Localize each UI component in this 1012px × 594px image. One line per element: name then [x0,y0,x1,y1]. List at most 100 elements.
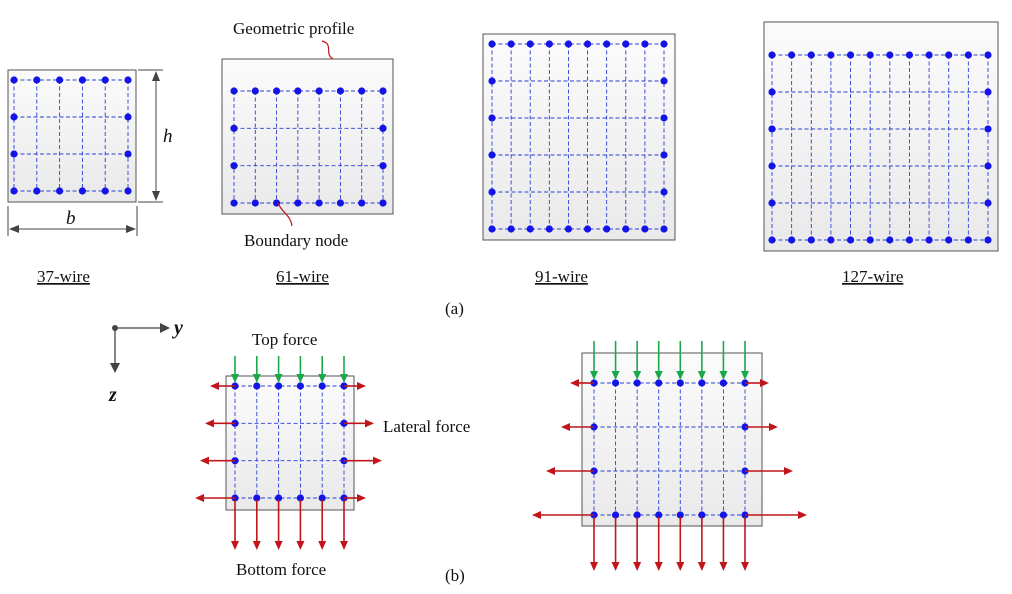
boundary-node [101,76,109,84]
boundary-node [10,113,18,121]
boundary-node [846,236,855,244]
top-force-arrow-head [719,371,728,380]
boundary-node [633,511,641,519]
boundary-node [78,187,86,195]
boundary-node-label: Boundary node [244,231,348,250]
boundary-node [622,225,630,233]
case-label-61: 61-wire [276,267,329,286]
dimension-h-label: h [163,126,173,147]
axis-z-label: z [108,384,117,406]
boundary-node [655,511,663,519]
boundary-node [603,225,611,233]
section-91-wire [482,33,676,241]
boundary-node [676,511,684,519]
boundary-node [905,236,914,244]
boundary-node [641,225,649,233]
lateral-force-arrow-right-head [798,511,807,519]
boundary-node [660,40,668,48]
top-force-arrow-head [252,374,261,383]
boundary-node [984,88,992,96]
boundary-node [827,51,835,59]
boundary-node [984,125,992,133]
dimension-b-label: b [66,208,76,229]
boundary-node [251,87,259,95]
boundary-node [275,382,283,390]
bottom-force-arrow-head [274,541,283,550]
section-61-wire [221,58,394,215]
top-force-arrow-head [697,371,706,380]
top-force-arrow-head [654,371,663,380]
boundary-node [294,87,302,95]
boundary-node [318,494,326,502]
boundary-node [641,40,649,48]
lateral-force-arrow-right-head [357,382,366,390]
dimension-h [138,69,163,203]
top-force-arrow-head [318,374,327,383]
bottom-force-arrow-head [611,562,620,571]
section-127-wire [763,21,999,252]
boundary-node [33,76,41,84]
bottom-force-arrow-head [318,541,327,550]
boundary-node [945,236,953,244]
bottom-force-arrow-head [654,562,663,571]
panel-b-label: (b) [445,566,465,585]
geometric-profile-label: Geometric profile [233,19,354,38]
boundary-node [866,236,874,244]
boundary-node [788,236,796,244]
boundary-node [379,87,387,95]
dimension-b [7,206,138,236]
lateral-force-arrow-left-head [200,456,209,465]
panel-a-label: (a) [445,299,464,318]
lateral-force-label: Lateral force [383,417,470,436]
boundary-node [488,114,496,122]
boundary-node [488,151,496,159]
boundary-node [230,87,238,95]
boundary-node [488,77,496,85]
lateral-force-arrow-right-head [357,494,366,502]
case-label-37: 37-wire [37,267,90,286]
boundary-node [230,199,238,207]
top-force-label: Top force [252,330,317,349]
boundary-node [807,236,815,244]
boundary-node [866,51,874,59]
boundary-node [564,225,573,233]
boundary-node [296,382,304,390]
boundary-node [768,88,776,96]
boundary-node [251,199,259,207]
boundary-node [253,494,261,502]
lateral-force-arrow-left-head [532,511,541,519]
boundary-node [788,51,796,59]
boundary-node [230,162,238,170]
bottom-force-arrow-head [590,562,598,571]
boundary-node [945,51,953,59]
boundary-node [10,150,18,158]
axis-indicator [110,323,170,373]
boundary-node [846,51,855,59]
geometric-profile [225,375,355,511]
boundary-node [124,150,132,158]
boundary-node [660,225,668,233]
boundary-node [622,40,630,48]
boundary-node [124,187,132,195]
boundary-node [964,236,972,244]
boundary-node [984,199,992,207]
bottom-force-arrow-head [697,562,706,571]
boundary-node [768,162,776,170]
boundary-node [984,162,992,170]
bottom-force-arrow-head [676,562,685,571]
boundary-node [964,51,972,59]
boundary-node [768,51,776,59]
boundary-node [272,87,281,95]
boundary-node [603,40,611,48]
top-force-arrow-head [340,374,348,383]
boundary-node [925,236,933,244]
boundary-node [230,124,238,132]
geometric-profile [763,21,999,252]
boundary-node [545,225,553,233]
boundary-node [253,382,261,390]
boundary-node [56,187,64,195]
boundary-node [275,494,283,502]
boundary-node [379,162,387,170]
geometric-profile [7,69,137,203]
boundary-node [768,199,776,207]
